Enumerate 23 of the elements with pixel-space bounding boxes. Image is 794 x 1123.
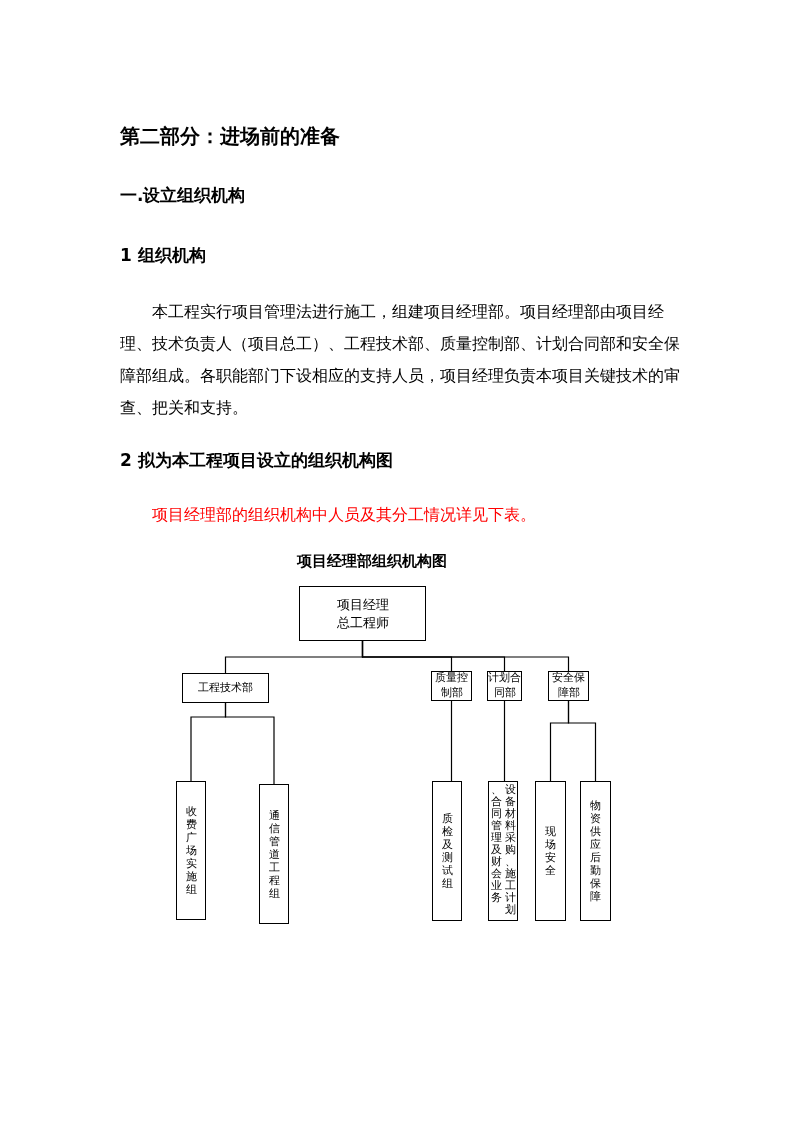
connector-line bbox=[450, 700, 453, 782]
team-box: 现场安全 bbox=[535, 781, 566, 921]
department-box: 项目经理 总工程师 bbox=[299, 586, 426, 641]
note-text: 项目经理部的组织机构中人员及其分工情况详见下表。 bbox=[151, 504, 537, 526]
chart-title: 项目经理部组织机构图 bbox=[296, 552, 448, 571]
connector-line bbox=[224, 702, 275, 785]
team-box: 收费广场实施组 bbox=[176, 781, 206, 920]
connector-line bbox=[567, 700, 597, 782]
department-box: 安全保障部 bbox=[548, 671, 589, 701]
connector-line bbox=[361, 640, 570, 672]
section-heading: 一.设立组织机构 bbox=[120, 184, 247, 207]
team-box: 通信管道工程组 bbox=[259, 784, 289, 924]
body-paragraph: 本工程实行项目管理法进行施工，组建项目经理部。项目经理部由项目经理、技术负责人（项目总工）、工程技术部、质量控制部、计划合同部和安全保障部组成。各职能部门下设相应的支持人员，项目经理负责本项目关键技术的审查、把关和支持。 bbox=[120, 301, 680, 419]
connector-line bbox=[503, 700, 506, 782]
department-box: 质量控制部 bbox=[431, 671, 472, 701]
department-box: 计划合同部 bbox=[487, 671, 522, 701]
team-box: 设备材料采购、施工计划、合同管理及财会业务 bbox=[488, 781, 518, 921]
department-box: 工程技术部 bbox=[182, 673, 269, 703]
section-heading: 1 组织机构 bbox=[120, 244, 207, 267]
section-heading: 第二部分：进场前的准备 bbox=[120, 123, 341, 150]
section-heading: 2 拟为本工程项目设立的组织机构图 bbox=[120, 449, 394, 472]
team-box: 物资供应后勤保障 bbox=[580, 781, 611, 921]
team-box: 质检及测试组 bbox=[432, 781, 462, 921]
